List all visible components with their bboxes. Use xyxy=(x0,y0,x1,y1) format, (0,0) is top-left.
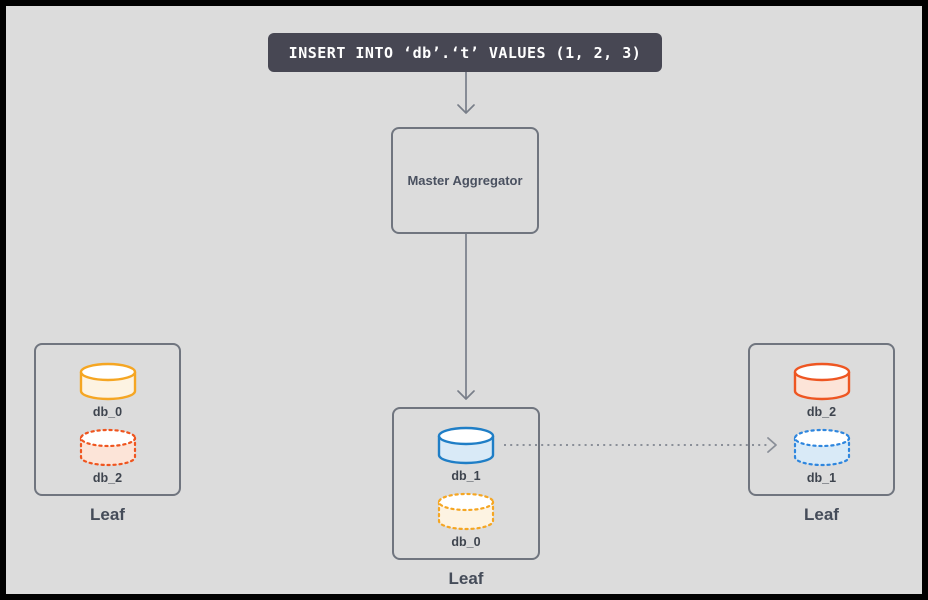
master-aggregator-node: Master Aggregator xyxy=(391,127,539,234)
database-cylinder-icon xyxy=(437,426,495,465)
leaf-label: Leaf xyxy=(804,505,839,524)
database-db_1-right: db_1 xyxy=(793,428,851,485)
leaf-node-left: db_0 db_2 Leaf xyxy=(34,343,181,525)
aggregator-to-leaf-arrow xyxy=(457,234,475,400)
database-cylinder-replica-icon xyxy=(437,492,495,531)
database-label: db_1 xyxy=(806,471,837,485)
database-label: db_0 xyxy=(92,405,123,419)
leaf-node-center: db_1 db_0 Leaf xyxy=(392,407,540,589)
leaf-label: Leaf xyxy=(448,569,484,588)
replication-arrow xyxy=(504,437,777,453)
leaf-box-left: db_0 db_2 xyxy=(34,343,181,496)
database-label: db_2 xyxy=(92,471,123,485)
database-label: db_1 xyxy=(451,469,481,483)
leaf-label: Leaf xyxy=(90,505,125,524)
leaf-box-right: db_2 db_1 xyxy=(748,343,895,496)
database-db_0-left: db_0 xyxy=(79,362,137,419)
query-to-aggregator-arrow xyxy=(457,72,475,114)
database-cylinder-icon xyxy=(793,362,850,401)
database-label: db_2 xyxy=(806,405,837,419)
sql-query-box: INSERT INTO ‘db’.‘t’ VALUES (1, 2, 3) xyxy=(268,33,662,72)
master-aggregator-label: Master Aggregator xyxy=(407,173,523,188)
database-cylinder-icon xyxy=(79,362,136,401)
database-cylinder-replica-icon xyxy=(793,428,850,467)
database-db_0-center: db_0 xyxy=(437,492,495,549)
database-db_1-center: db_1 xyxy=(437,426,495,483)
database-label: db_0 xyxy=(451,535,481,549)
leaf-node-right: db_2 db_1 Leaf xyxy=(748,343,895,525)
database-db_2-left: db_2 xyxy=(79,428,137,485)
database-db_2-right: db_2 xyxy=(793,362,851,419)
leaf-box-center: db_1 db_0 xyxy=(392,407,540,560)
database-cylinder-replica-icon xyxy=(79,428,136,467)
